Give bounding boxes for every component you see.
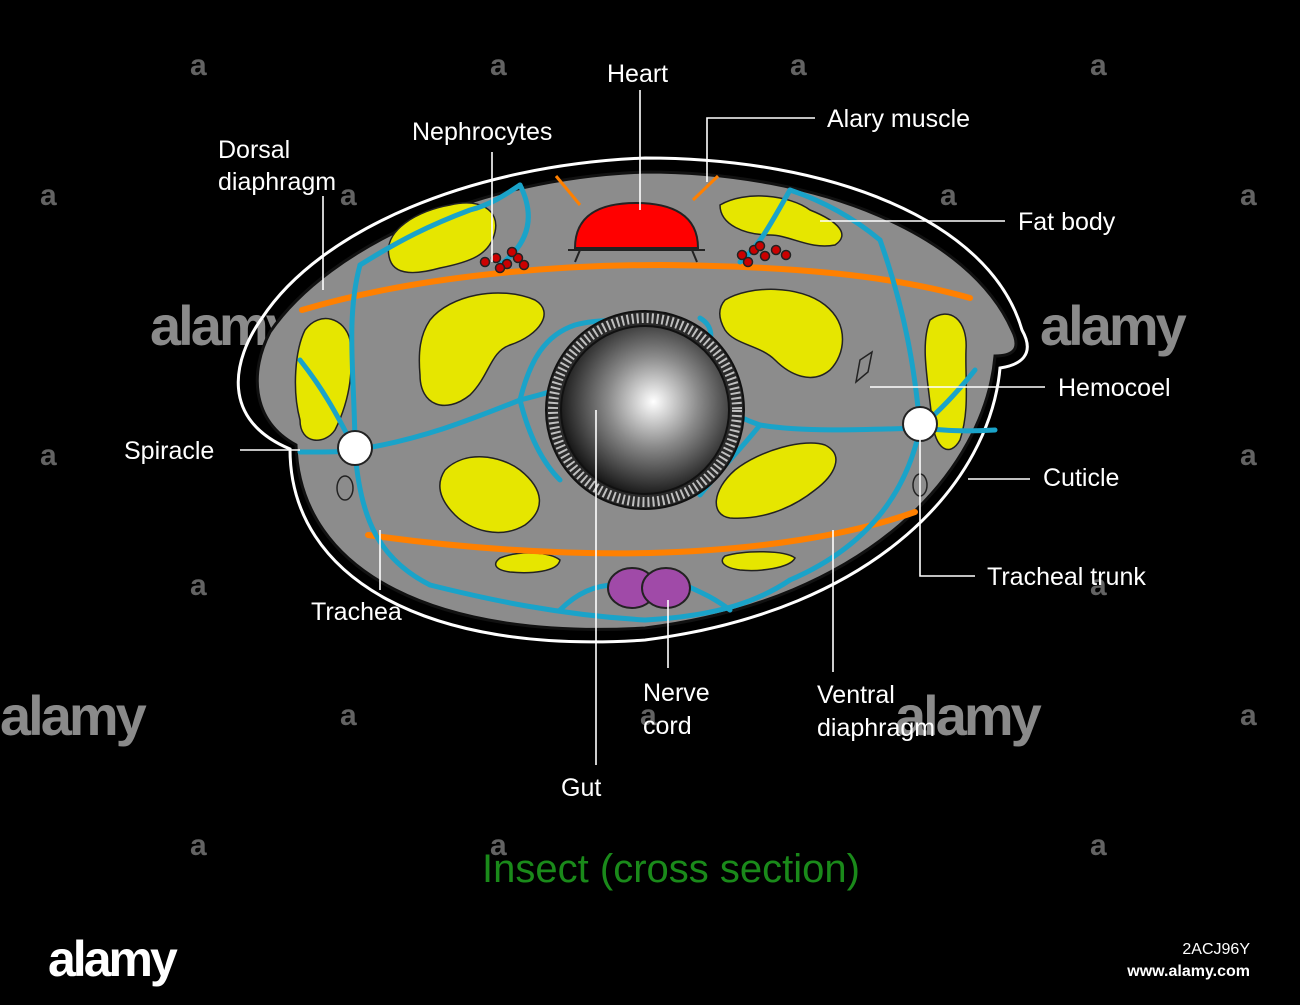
hemocyte [336,475,354,501]
tracheal-branch [787,187,883,243]
watermark-mark: a [190,569,207,602]
nephrocytes-left [479,246,530,274]
heart [573,201,700,249]
nephrocyte [736,249,748,261]
watermark-image-id: 2ACJ96Y [1182,941,1250,958]
tracheal-branch [787,425,923,583]
watermark-mark: a [790,49,807,82]
fat-body-lobe [294,317,353,441]
watermark-brand: alamy [1040,294,1187,357]
watermark-mark: a [190,49,207,82]
spiracle-left [337,430,373,466]
nephrocyte [490,252,502,264]
fat-body-lobes [294,195,968,574]
nephrocyte [742,256,754,268]
watermark-mark: a [40,439,57,472]
tracheal-branch [349,262,363,453]
nephrocyte [518,259,530,271]
label-ventral-diaphragm-line2: diaphragm [817,714,935,742]
label-hemocoel: Hemocoel [1058,374,1171,402]
nephrocyte [754,240,766,252]
nephrocyte [780,249,792,261]
alary-muscle [691,174,720,202]
nephrocytes-right [736,240,792,268]
cuticle-outline [236,156,1029,644]
label-spiracle: Spiracle [124,437,214,465]
watermark-mark: a [1240,179,1257,212]
watermark-mark: a [490,829,507,862]
ventral-diaphragm [365,509,918,557]
tracheal-branch [352,447,433,588]
watermark-mark: a [1090,49,1107,82]
label-ventral-diaphragm-line1: Ventral [817,681,895,709]
nephrocyte [770,244,782,256]
label-dorsal-diaphragm-line1: Dorsal [218,136,290,164]
watermark-mark: a [490,49,507,82]
heart-membrane [568,249,705,263]
label-cuticle: Cuticle [1043,464,1119,492]
label-tracheal-trunk: Tracheal trunk [987,563,1146,591]
watermark-mark: a [1090,829,1107,862]
watermark-logo: alamy [48,931,178,987]
watermark-mark: a [40,179,57,212]
nephrocyte [512,252,524,264]
alary-muscle [554,175,582,206]
watermark-mark: a [940,179,957,212]
watermark-mark: a [1240,439,1257,472]
label-nerve-cord-line1: Nerve [643,679,710,707]
fat-body-lobe [439,456,541,534]
tracheal-branch [427,577,793,623]
fat-body-lobe [715,442,837,519]
watermark-mark: a [1090,569,1107,602]
label-alary-muscle: Alary muscle [827,105,970,133]
fat-body-lobe [494,552,561,574]
label-nerve-cord-line2: cord [643,712,692,740]
nephrocyte [506,246,518,258]
spiracle-right [902,406,938,442]
tracheal-branch [357,182,523,268]
watermark-marks: a a a a a a a a a a a a a a a a a a [40,49,1257,862]
gut-wall-ring [548,313,742,507]
fat-body-lobe [721,550,796,572]
alary-muscle-leader [706,117,815,182]
leader-lines [240,90,1045,765]
watermark-url: www.alamy.com [1126,963,1250,980]
fat-body-lobe [387,202,497,274]
nerve-cord [607,567,691,609]
label-trachea: Trachea [311,598,402,626]
hemocyte [854,350,874,384]
watermark-mark: a [340,179,357,212]
gut-lumen [560,325,730,495]
label-nephrocytes: Nephrocytes [412,118,552,146]
label-heart: Heart [607,60,668,88]
nephrocyte [759,250,771,262]
watermark-mark: a [640,699,657,732]
label-gut: Gut [561,774,601,802]
tracheal-branch [517,397,563,483]
watermark-brand: alamy [895,684,1042,747]
alary-muscles [554,174,720,206]
diagram-title: Insect (cross section) [482,847,860,891]
fat-body-lobe [719,195,843,247]
fat-body-lobe [719,288,844,379]
nephrocyte [494,262,506,274]
watermark-mark: a [340,699,357,732]
watermark-mark: a [1240,699,1257,732]
nephrocyte [479,256,491,268]
watermark-brand: alamy [0,684,147,747]
fat-body-lobe [418,292,545,406]
tracheal-trunk-leader [919,440,975,577]
label-fat-body: Fat body [1018,208,1116,236]
label-dorsal-diaphragm-line2: diaphragm [218,168,336,196]
dorsal-diaphragm [299,261,973,313]
watermark-mark: a [190,829,207,862]
